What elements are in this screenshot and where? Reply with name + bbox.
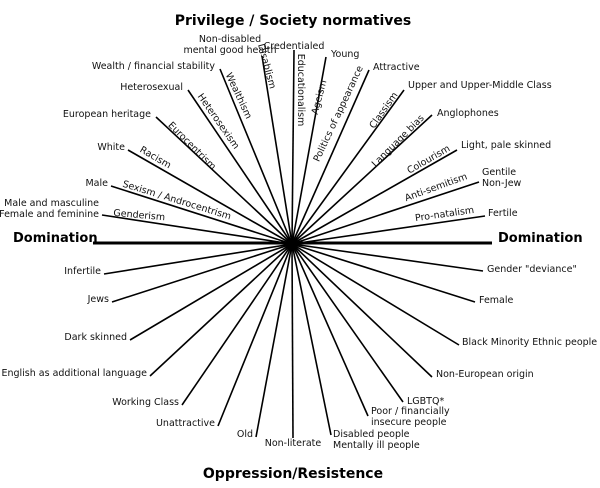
bottom-title: Oppression/Resistence [203, 466, 383, 482]
spoke-fertile [291, 215, 486, 245]
spoke-european-heritage [155, 116, 293, 245]
spoke-young [291, 56, 327, 245]
domination-left-label: Domination [13, 231, 98, 246]
spoke-upper-and-upper-middle-class [291, 89, 405, 245]
spoke-white [127, 149, 293, 245]
ism-label-heterosexism: Heterosexism [195, 92, 241, 152]
spoke-light-pale-skinned [291, 149, 458, 245]
privilege-label-male: Male [85, 178, 108, 189]
spoke-gentile [291, 181, 480, 245]
spoke-working-class [181, 243, 293, 406]
ism-label-classism: Classism [367, 90, 400, 131]
oppression-label-gender-deviance: Gender "deviance" [487, 264, 577, 275]
oppression-label-jews: Jews [87, 294, 109, 305]
domination-right-label: Domination [498, 231, 583, 246]
spoke-non-disabled [261, 55, 293, 245]
oppression-label-infertile: Infertile [64, 266, 101, 277]
spoke-heterosexual [187, 89, 293, 245]
ism-label-colourism: Colourism [405, 143, 452, 176]
spokes [101, 49, 486, 439]
oppression-label-non-european-origin: Non-European origin [436, 369, 534, 380]
privilege-label-upper-and-upper-middle-class: Upper and Upper-Middle Class [408, 80, 552, 91]
ism-label-genderism: Genderism [113, 208, 166, 223]
oppression-label-black-minority-ethnic-people: Black Minority Ethnic people [462, 337, 597, 348]
spoke-attractive [291, 69, 370, 245]
privilege-label-fertile: Fertile [488, 208, 518, 219]
spoke-black-minority-ethnic-people [291, 243, 460, 346]
oppression-label-dark-skinned: Dark skinned [64, 332, 127, 343]
privilege-label-anglophones: Anglophones [437, 108, 499, 119]
privilege-label-young: Young [330, 49, 359, 60]
spoke-poor-financially [291, 243, 369, 417]
spoke-disabled-people [291, 243, 332, 436]
privilege-label-wealth-financial-stability: Wealth / financial stability [92, 61, 215, 72]
ism-label-ageism: Ageism [310, 79, 330, 116]
spoke-male [110, 185, 293, 245]
spoke-old [255, 243, 293, 438]
spoke-non-literate [291, 243, 294, 439]
ism-label-eurocentrism: Eurocentrism [166, 120, 218, 172]
oppression-label-working-class: Working Class [112, 397, 179, 408]
spoke-jews [111, 243, 293, 303]
oppression-label-lgbtq: LGBTQ* [407, 396, 444, 407]
spoke-english-as-additional-language [149, 243, 293, 377]
ism-label-educationalism: Educationalism [295, 54, 306, 127]
privilege-label-european-heritage: European heritage [63, 109, 151, 120]
spoke-gender-deviance [291, 243, 484, 272]
oppression-label-non-literate: Non-literate [265, 438, 322, 449]
privilege-label-light-pale-skinned: Light, pale skinned [461, 140, 551, 151]
spoke-credentialed [291, 49, 295, 245]
spoke-dark-skinned [129, 243, 293, 341]
spoke-infertile [103, 243, 293, 275]
top-title: Privilege / Society normatives [175, 13, 412, 29]
spoke-lgbtq [291, 243, 404, 403]
privilege-label-heterosexual: Heterosexual [120, 82, 183, 93]
spoke-non-european-origin [291, 243, 433, 378]
privilege-label-white: White [97, 142, 125, 153]
oppression-label-english-as-additional-language: English as additional language [1, 368, 147, 379]
spoke-unattractive [217, 243, 293, 427]
spoke-male-and-masculine [101, 214, 293, 245]
spoke-anglophones [291, 114, 433, 245]
oppression-label-unattractive: Unattractive [156, 418, 215, 429]
oppression-label-old: Old [237, 429, 253, 440]
privilege-label-credentialed: Credentialed [264, 41, 325, 52]
privilege-label-attractive: Attractive [373, 62, 420, 73]
spoke-female [291, 243, 476, 303]
spoke-wealth-financial-stability [219, 68, 293, 245]
ism-label-anti-semitism: Anti-semitism [403, 171, 468, 204]
oppression-label-female: Female [479, 295, 514, 306]
